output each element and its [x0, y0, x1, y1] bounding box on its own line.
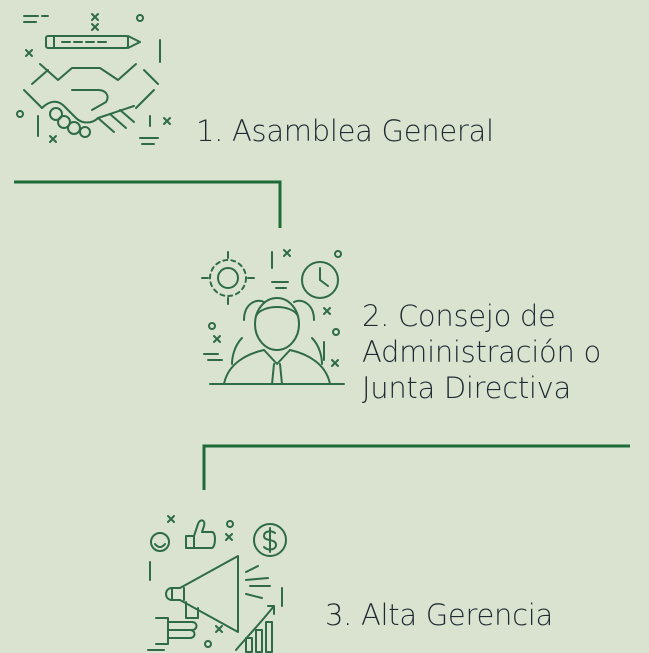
step-1-label-line-1: 1. Asamblea General	[196, 114, 494, 148]
handshake-icon	[16, 13, 171, 145]
connector-2-3	[202, 444, 630, 490]
board-meeting-icon	[201, 249, 345, 385]
step-1-label: 1. Asamblea General	[196, 113, 494, 149]
step-3-label-line-1: 3. Alta Gerencia	[325, 598, 553, 632]
connector-1-2	[14, 180, 282, 228]
step-2-label-line-3: Junta Directiva	[362, 371, 571, 405]
step-3-label: 3. Alta Gerencia	[325, 597, 553, 633]
step-2-label: 2. Consejo de Administración o Junta Dir…	[362, 298, 601, 406]
step-2-label-line-2: Administración o	[362, 335, 601, 369]
step-2-label-line-1: 2. Consejo de	[362, 299, 556, 333]
management-megaphone-icon	[147, 515, 287, 653]
